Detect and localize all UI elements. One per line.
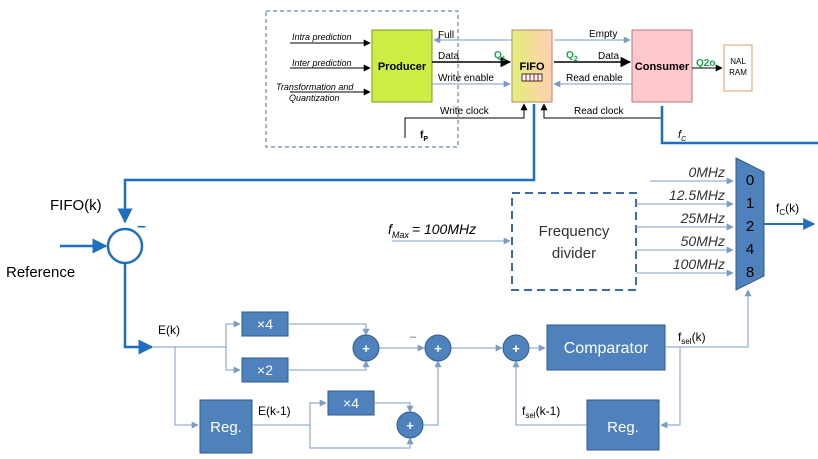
mux-input-2: 2 bbox=[746, 218, 754, 235]
consumer-block bbox=[631, 29, 693, 103]
data-label-2: Data bbox=[598, 51, 620, 62]
sum-2-plus: + bbox=[434, 341, 442, 356]
write-clock-label: Write clock bbox=[440, 106, 490, 117]
freq-50: 50MHz bbox=[681, 233, 725, 249]
reg-2-label: Reg. bbox=[607, 419, 639, 436]
minus-small: – bbox=[410, 331, 417, 343]
sum-4-plus: + bbox=[512, 341, 520, 356]
reg-1-label: Reg. bbox=[210, 419, 242, 436]
nal-ram-block bbox=[723, 44, 753, 92]
control-section: FIFO(k) – Reference Frequency divider fM… bbox=[6, 104, 816, 454]
input-transform: Transformation and bbox=[276, 82, 354, 92]
producer-label: Producer bbox=[378, 61, 427, 73]
full-label: Full bbox=[438, 30, 454, 41]
input-quantization: Quantization bbox=[289, 93, 340, 103]
comparator-label: Comparator bbox=[564, 340, 649, 357]
times4b-block bbox=[327, 390, 375, 416]
reg-block-2 bbox=[586, 399, 660, 451]
producer-group-border bbox=[265, 10, 459, 148]
consumer-label: Consumer bbox=[635, 61, 690, 73]
times2-block bbox=[241, 357, 289, 383]
read-enable-label: Read enable bbox=[566, 73, 623, 84]
fifo-k-label: FIFO(k) bbox=[50, 197, 102, 214]
empty-label: Empty bbox=[589, 29, 617, 40]
q2-label: Q2 bbox=[566, 50, 578, 63]
sum-3-plus: + bbox=[406, 418, 414, 433]
times2-label: ×2 bbox=[257, 362, 273, 378]
reg2-to-sum4 bbox=[512, 360, 587, 426]
freq-25: 25MHz bbox=[680, 210, 725, 226]
frequency-divider-line1: Frequency bbox=[539, 223, 610, 240]
times4-label: ×4 bbox=[257, 316, 273, 332]
data-label-1: Data bbox=[438, 51, 460, 62]
q2o-label: Q2o bbox=[696, 58, 715, 69]
ram-label: RAM bbox=[729, 68, 747, 77]
fifo-stack-icon bbox=[521, 73, 543, 82]
fsel-k1-label: fsel(k-1) bbox=[522, 404, 560, 420]
fmax-label: fMax= 100MHz bbox=[388, 221, 476, 240]
freq-0: 0MHz bbox=[688, 164, 725, 180]
fc-bus-line bbox=[660, 106, 818, 145]
q1-label: Q1 bbox=[494, 50, 506, 63]
error-path bbox=[123, 263, 154, 355]
times4b-to-sum3 bbox=[374, 402, 414, 413]
times4-to-sum1 bbox=[288, 323, 370, 336]
sum3-to-sum2 bbox=[423, 360, 442, 426]
ek-label: E(k) bbox=[158, 323, 180, 337]
fifo-block bbox=[511, 29, 553, 103]
fp-label: fP bbox=[420, 130, 428, 143]
mux-block bbox=[735, 157, 765, 291]
input-inter: Inter prediction bbox=[292, 58, 352, 68]
branch-x2 bbox=[225, 347, 241, 374]
reg-block-1 bbox=[199, 399, 253, 454]
reference-label: Reference bbox=[6, 264, 75, 281]
frequency-divider-line2: divider bbox=[552, 245, 596, 262]
mux-input-0: 0 bbox=[746, 172, 754, 189]
write-clock-line bbox=[404, 103, 528, 138]
comparator-output bbox=[665, 289, 752, 348]
freq-12-5: 12.5MHz bbox=[669, 187, 725, 203]
fifo-label: FIFO bbox=[519, 61, 544, 73]
fsel-k-label: fsel(k) bbox=[678, 330, 706, 346]
times2-to-sum1 bbox=[288, 360, 370, 371]
top-section: Intra prediction Inter prediction Transf… bbox=[265, 10, 818, 148]
sum-1-plus: + bbox=[362, 341, 370, 356]
input-intra: Intra prediction bbox=[292, 32, 352, 42]
freq-lines bbox=[636, 177, 734, 277]
comparator-block bbox=[546, 324, 666, 371]
branch-x4 bbox=[225, 320, 241, 347]
ek1-to-times4b bbox=[309, 399, 327, 425]
fc-label: fC bbox=[678, 129, 687, 143]
fc-k-label: fC(k) bbox=[776, 201, 799, 217]
ek1-direct bbox=[309, 425, 414, 449]
mux-input-1: 1 bbox=[746, 195, 754, 212]
branch-reg bbox=[174, 347, 199, 429]
fsel-feedback bbox=[660, 347, 681, 429]
producer-block bbox=[371, 29, 433, 103]
mux-input-8: 8 bbox=[746, 264, 754, 281]
times4b-label: ×4 bbox=[343, 395, 359, 411]
ek1-label: E(k-1) bbox=[258, 404, 291, 418]
mux-input-4: 4 bbox=[746, 241, 754, 258]
read-clock-label: Read clock bbox=[574, 106, 624, 117]
nal-label: NAL bbox=[730, 57, 746, 66]
fifo-k-path bbox=[117, 104, 536, 224]
freq-100: 100MHz bbox=[673, 256, 725, 272]
write-enable-label: Write enable bbox=[438, 73, 494, 84]
minus-sign: – bbox=[137, 218, 146, 235]
frequency-divider-block bbox=[511, 192, 637, 291]
sum-node-main bbox=[106, 227, 144, 265]
